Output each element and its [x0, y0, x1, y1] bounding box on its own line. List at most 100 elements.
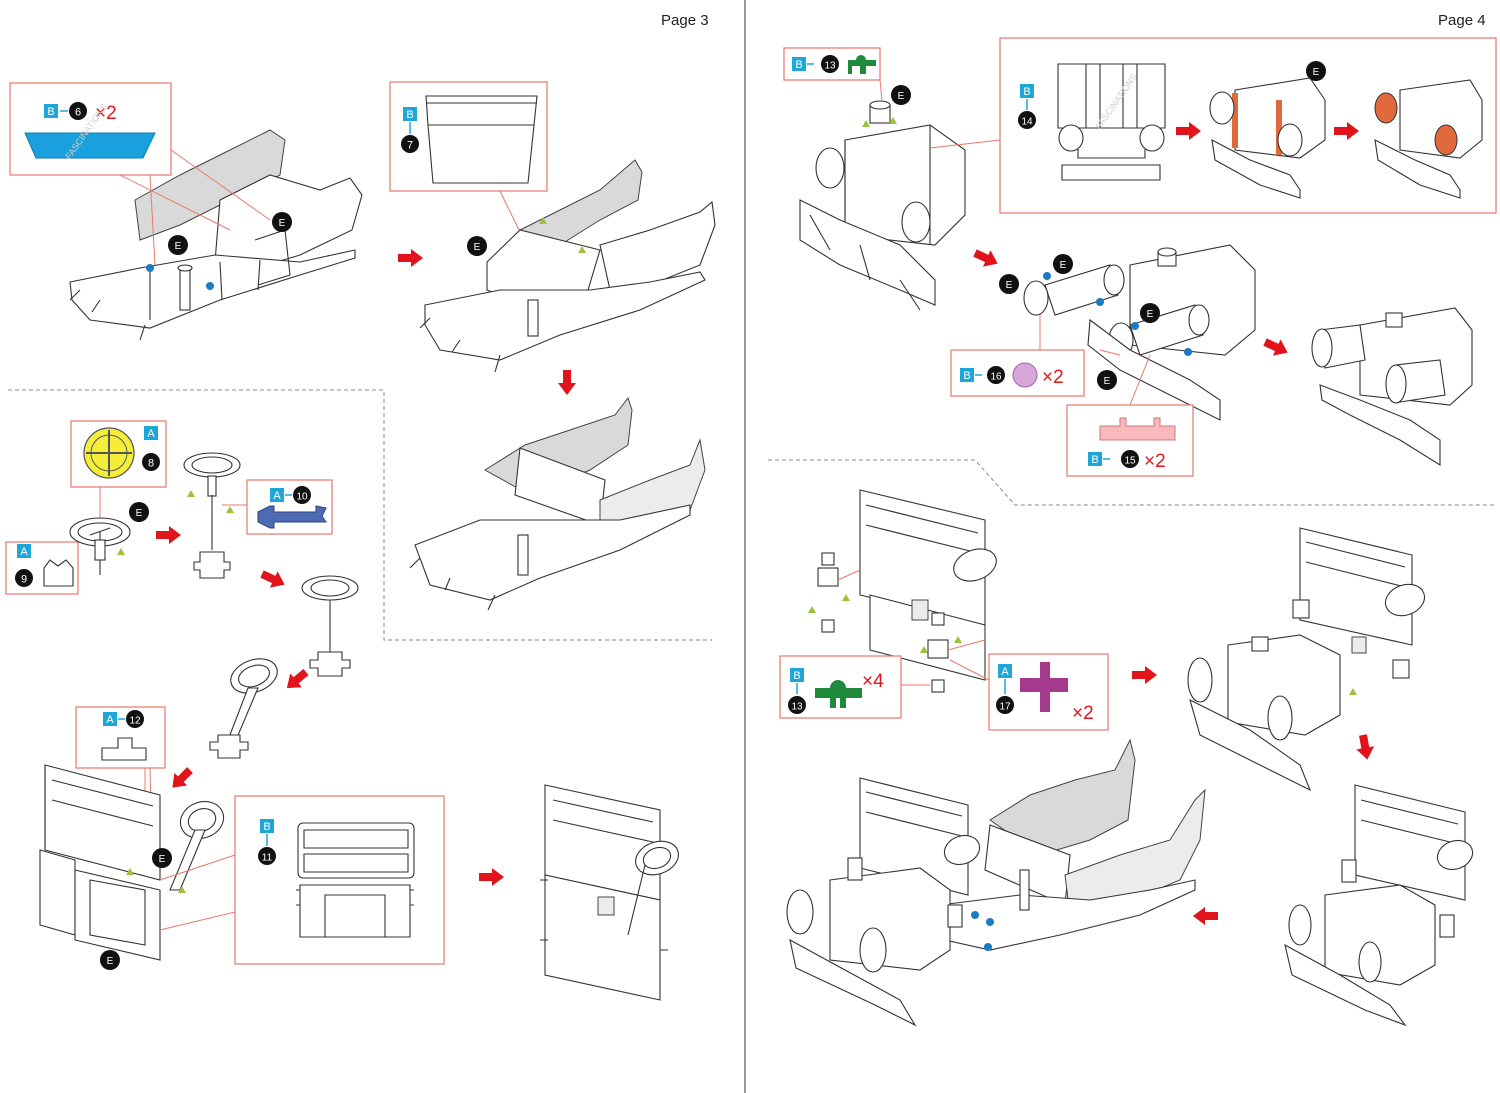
- part-6-quantity: ×2: [95, 103, 117, 124]
- sheet-b-letter: B: [1023, 86, 1030, 98]
- part-6-callout: [9, 82, 172, 176]
- step-arrow-down: [1354, 733, 1377, 762]
- sheet-a-letter: A: [106, 714, 114, 726]
- step-arrow-down: [558, 370, 576, 395]
- sheet-b-letter: B: [963, 370, 970, 382]
- step-7-assembly: [419, 159, 716, 373]
- sheet-b-letter: B: [47, 106, 54, 118]
- blue-marker: [146, 264, 154, 272]
- green-marker: [1349, 688, 1357, 695]
- blue-marker: [1184, 348, 1192, 356]
- step-6-number: 6: [75, 107, 81, 119]
- sheet-b-letter: B: [406, 109, 413, 121]
- sheet-e-letter: E: [107, 956, 114, 967]
- sheet-e-letter: E: [1313, 67, 1320, 78]
- part-13-piece: [815, 680, 862, 708]
- step-arrow-down-right: [1261, 333, 1292, 361]
- sheet-e-letter: E: [159, 854, 166, 865]
- sheet-e-letter: E: [1006, 280, 1013, 291]
- part-16-piece: [1012, 362, 1038, 388]
- sheet-e-marker: [168, 235, 188, 255]
- page-3-label: Page 3: [661, 12, 709, 29]
- step-10-number: 10: [296, 492, 308, 503]
- step-7-number: 7: [407, 140, 413, 152]
- part-6-label: B 6 ×2: [44, 102, 117, 124]
- sheet-e-letter: E: [136, 508, 143, 519]
- step-arrow-right: [156, 526, 181, 544]
- sheet-b-letter: B: [793, 670, 800, 682]
- part-10-piece: [257, 505, 327, 529]
- engine-and-frame-join: [1187, 527, 1426, 792]
- step-16-number: 16: [990, 372, 1002, 383]
- sheet-b-letter: B: [1091, 454, 1098, 466]
- part-15-quantity: ×2: [1144, 451, 1166, 472]
- step-arrow-right: [1132, 666, 1157, 684]
- green-marker: [842, 594, 850, 601]
- blue-marker: [1043, 272, 1051, 280]
- blue-marker: [1131, 322, 1139, 330]
- engine-bonnet-complete: [1374, 79, 1483, 199]
- part-12-piece: [101, 737, 147, 761]
- sheet-e-letter: E: [898, 91, 905, 102]
- sheet-e-letter: E: [474, 242, 481, 253]
- wheel-step-c: [301, 575, 359, 677]
- sheet-a-letter: A: [1001, 666, 1009, 678]
- blue-marker: [1096, 298, 1104, 306]
- sheet-e-letter: E: [1104, 376, 1111, 387]
- step-11-number: 11: [262, 853, 273, 864]
- part-14-piece: [1057, 63, 1166, 181]
- sheet-e-marker: [272, 212, 292, 232]
- step-13-number: 13: [791, 702, 803, 713]
- step-15-number: 15: [1124, 456, 1136, 467]
- part-7-piece: [425, 95, 538, 184]
- sheet-a-letter: A: [20, 546, 28, 558]
- step-arrow-down-right: [971, 244, 1002, 272]
- green-marker: [226, 506, 234, 513]
- step-arrow-down-left: [281, 665, 312, 695]
- step-17-number: 17: [999, 702, 1011, 713]
- step-13-number: 13: [824, 61, 836, 72]
- green-marker: [117, 548, 125, 555]
- engine-complete: [1311, 307, 1473, 466]
- full-car-assembly: [786, 738, 1206, 1027]
- part-15-piece: [1099, 417, 1176, 441]
- blue-marker: [206, 282, 214, 290]
- step-arrow-right: [479, 868, 504, 886]
- step-arrow-down-right: [258, 565, 289, 593]
- sheet-e-letter: E: [1060, 260, 1067, 271]
- step-arrow-left: [1193, 907, 1218, 925]
- green-marker: [187, 490, 195, 497]
- step-arrow-right: [398, 249, 423, 267]
- section-separator-right: [768, 459, 1495, 506]
- part-17-piece: [1020, 662, 1068, 712]
- part-13-piece: [848, 55, 876, 74]
- blue-marker: [986, 918, 994, 926]
- sheet-e-letter: E: [175, 241, 182, 252]
- engine-and-frame-complete: [1284, 784, 1474, 1027]
- seat-complete: [409, 396, 706, 611]
- step-14-number: 14: [1021, 117, 1033, 128]
- step-arrow-down-left: [165, 763, 197, 795]
- wheel-step-a: [69, 517, 131, 575]
- wheel-step-b: [183, 452, 241, 579]
- wheel-step-d: [209, 658, 278, 759]
- frame-with-seats-assembly: [817, 489, 997, 693]
- step-9-number: 9: [21, 574, 27, 586]
- green-marker: [808, 606, 816, 613]
- dashboard-assembly: [39, 764, 225, 961]
- part-6-piece: [24, 132, 156, 159]
- blue-marker: [971, 911, 979, 919]
- sheet-a-letter: A: [147, 428, 155, 440]
- sheet-a-letter: A: [273, 490, 281, 502]
- sheet-b-letter: B: [263, 821, 270, 833]
- dashboard-complete: [540, 784, 679, 1001]
- part-17-quantity: ×2: [1072, 703, 1094, 724]
- step-8-number: 8: [148, 458, 154, 470]
- page-4-label: Page 4: [1438, 12, 1486, 29]
- sheet-b-letter: B: [795, 59, 802, 71]
- section-separator-left: [8, 389, 712, 641]
- part-11-piece: [296, 822, 415, 938]
- engine-base-assembly: [799, 100, 966, 311]
